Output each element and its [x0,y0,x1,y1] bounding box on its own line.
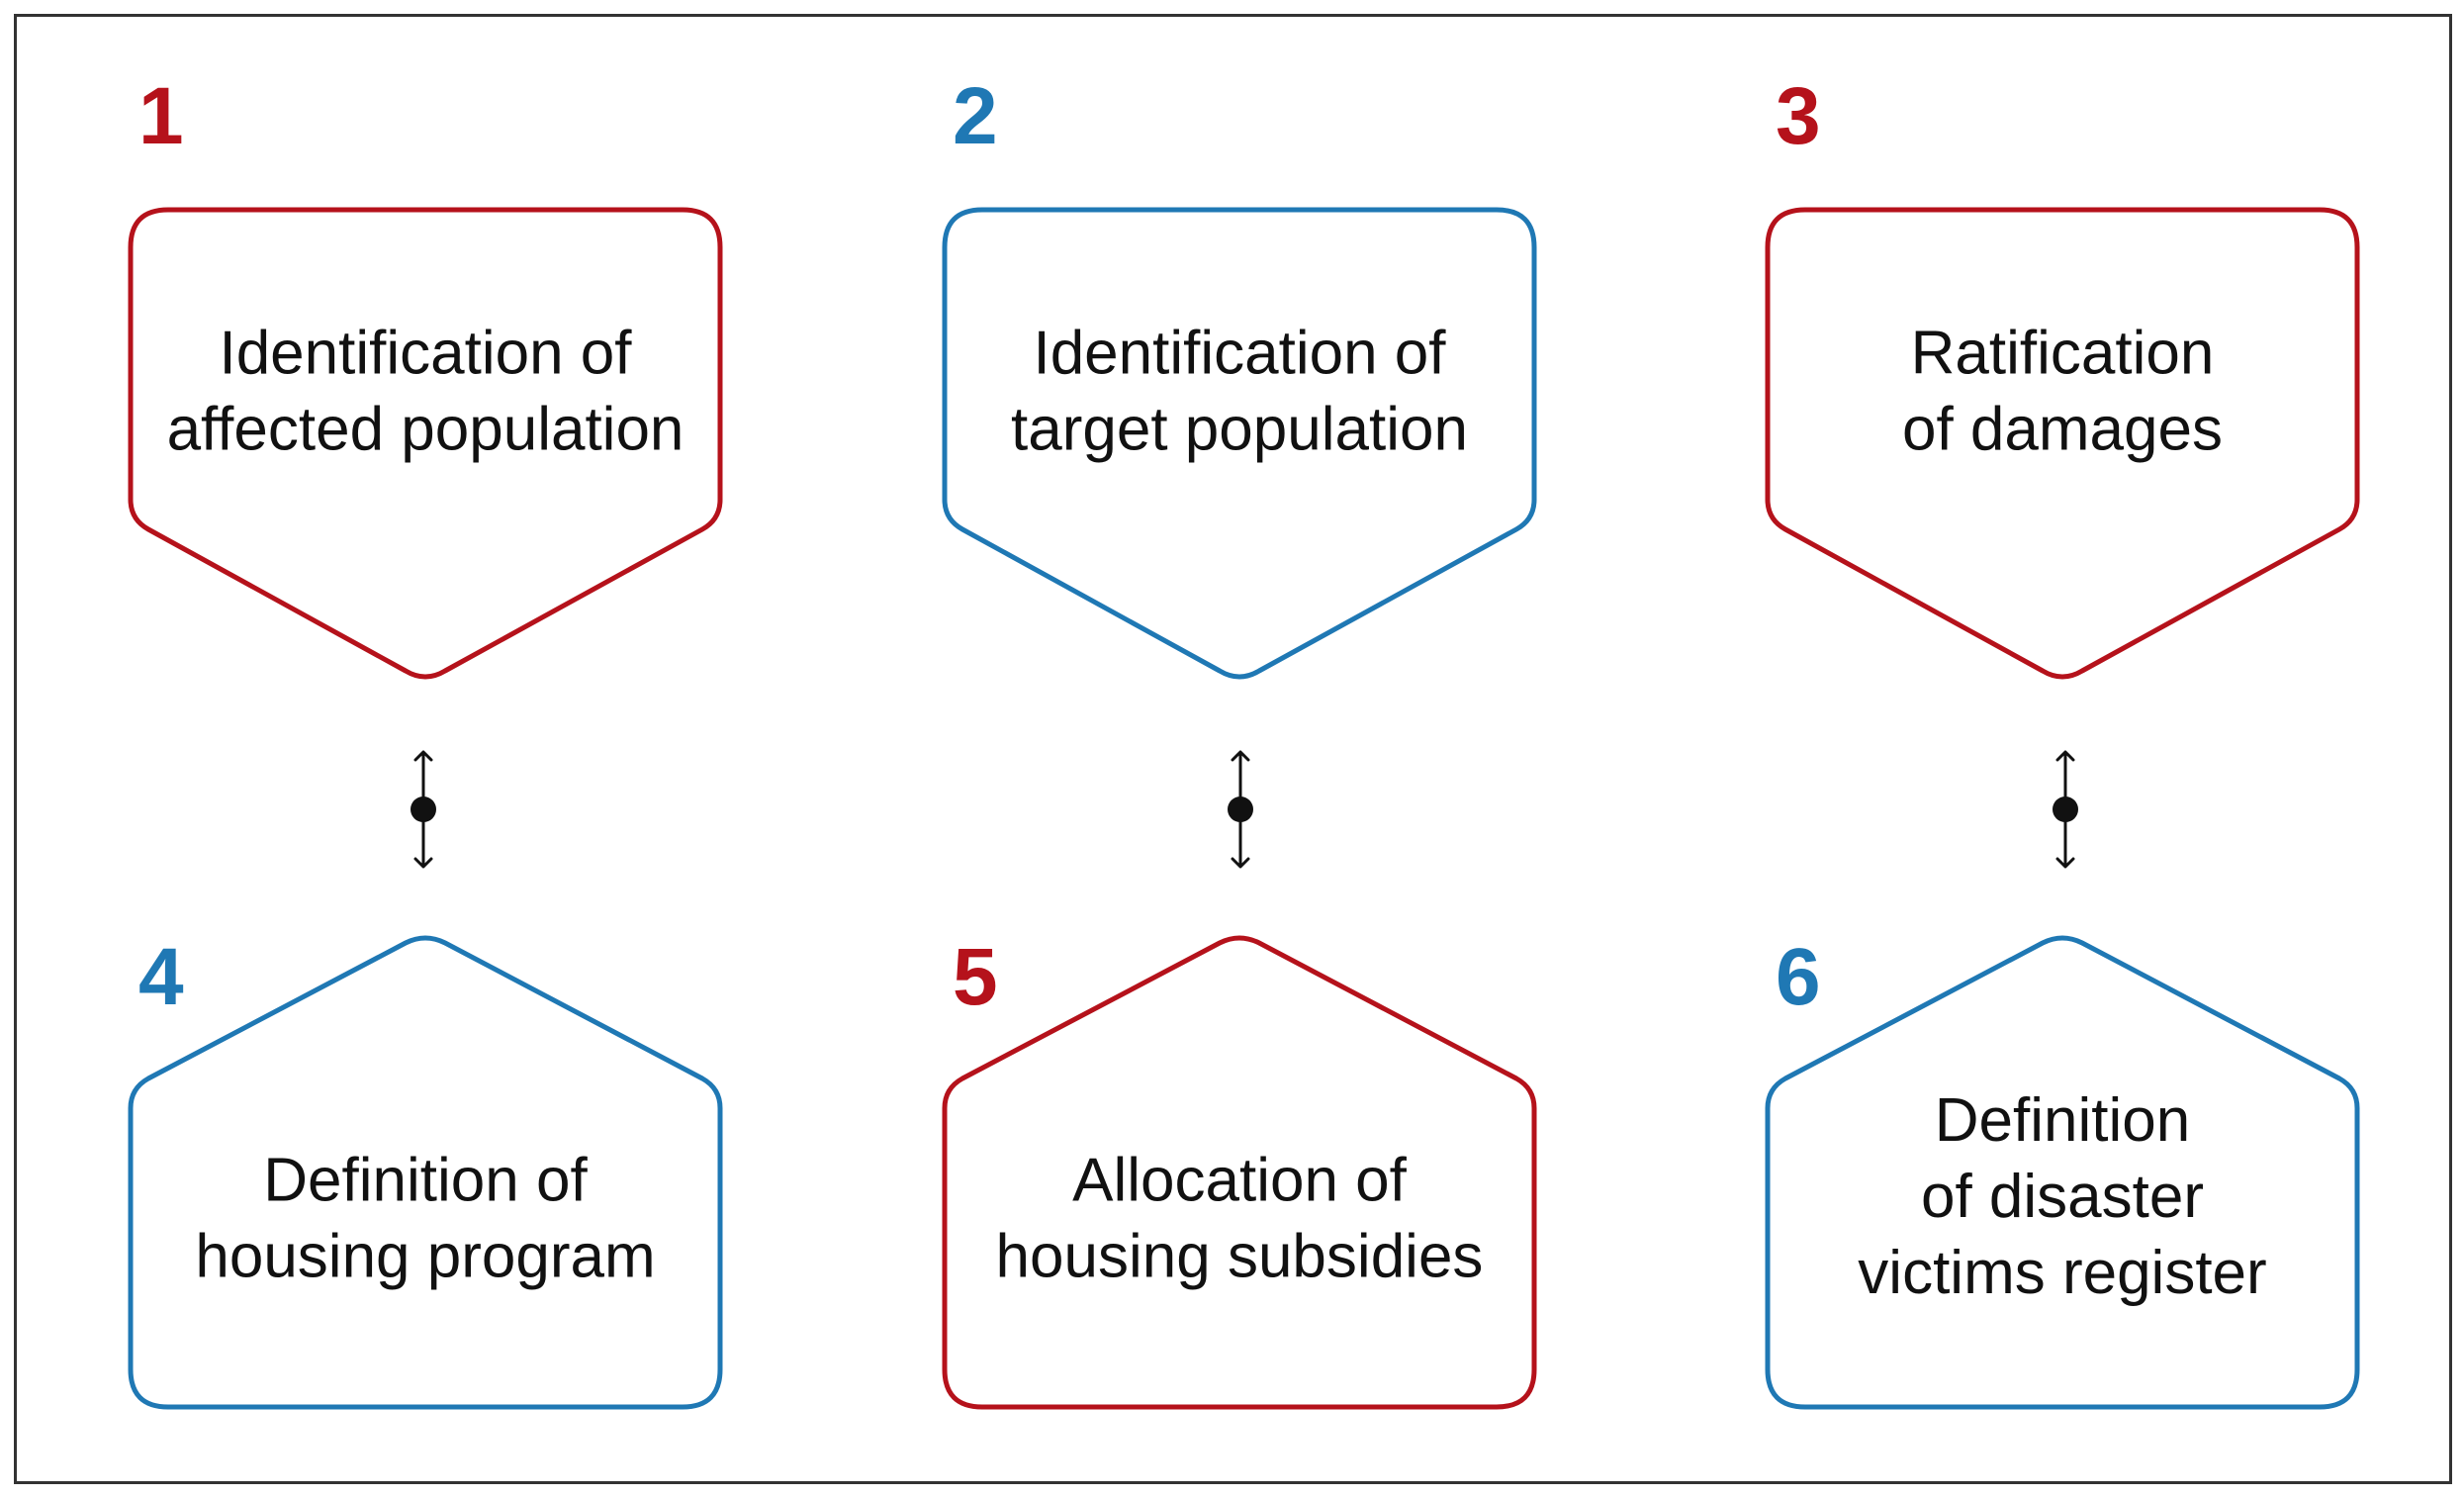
bidirectional-arrow-3-6 [2053,750,2078,869]
up-pentagon-shape [128,935,723,1410]
up-pentagon-shape [1765,935,2360,1410]
step-label-line: affected population [167,396,684,464]
connector-dot [2053,796,2078,822]
step-label-line: Identification of [219,320,632,388]
step-number: 5 [953,932,998,1022]
step-label: Ratification of damages [1902,320,2223,464]
step-label: Identification of affected population [167,320,684,464]
connector-dot [1228,796,1253,822]
connectors-layer [411,750,2078,869]
bidirectional-arrow-1-4 [411,750,436,869]
down-pentagon-shape [128,207,723,680]
step-number: 1 [138,71,184,161]
bidirectional-arrow-2-5 [1228,750,1253,869]
step-label-line: victims register [1858,1239,2266,1307]
step-label-line: of disaster [1921,1163,2204,1231]
step-label: Identification of target population [1011,320,1468,464]
step-label-line: housing subsidies [996,1223,1484,1291]
step-label: Allocation of housing subsidies [996,1147,1484,1291]
step-label-line: of damages [1902,396,2223,464]
step-label-line: housing program [195,1223,655,1291]
step-label-line: Identification of [1033,320,1446,388]
down-pentagon-shape [942,207,1537,680]
step-label-line: target population [1011,396,1468,464]
step-number: 4 [138,932,184,1022]
step-number: 6 [1776,932,1821,1022]
connector-dot [411,796,436,822]
step-label: Definition of disaster victims register [1858,1086,2266,1307]
step-number: 3 [1776,71,1821,161]
step-label-line: Definition of [263,1147,588,1215]
step-label-line: Definition [1935,1086,2190,1155]
step-label-line: Allocation of [1072,1147,1408,1215]
step-label-line: Ratification [1911,320,2215,388]
step-number: 2 [953,71,998,161]
up-pentagon-shape [942,935,1537,1410]
step-label: Definition of housing program [195,1147,655,1291]
down-pentagon-shape [1765,207,2360,680]
diagram-frame [14,14,2452,1484]
